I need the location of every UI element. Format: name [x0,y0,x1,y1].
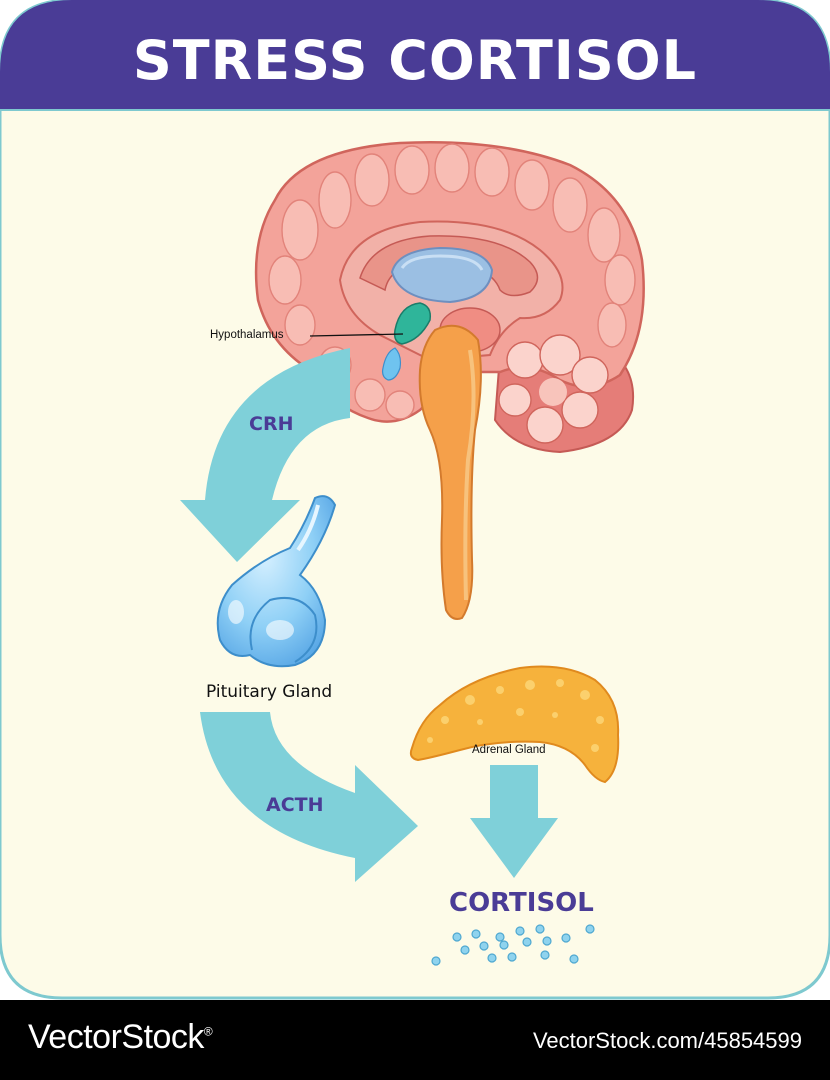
cortisol-molecules [431,924,595,966]
hypothalamus-leader-line [309,333,404,337]
stock-id-text: VectorStock.com/45854599 [532,1028,802,1053]
hypothalamus-label: Hypothalamus [210,329,284,341]
pituitary-gland-illustration [216,495,337,668]
cortisol-label: CORTISOL [449,888,594,918]
adrenal-gland-illustration [409,665,620,784]
pituitary-gland-label: Pituitary Gland [206,682,333,702]
adrenal-gland-label: Adrenal Gland [472,744,546,756]
brand-name: VectorStock [28,1018,204,1056]
diagram-card: STRESS CORTISOL Hypothalamus CRH Pituita… [0,0,830,1000]
watermark-footer [0,1000,830,1080]
page-title: STRESS CORTISOL [132,28,698,92]
acth-arrow [200,712,418,882]
crh-label: CRH [249,413,294,435]
registered-mark: ® [203,1024,213,1039]
brain-illustration [254,140,645,620]
header-band [0,0,830,110]
cortisol-down-arrow [470,765,558,878]
vectorstock-logo: VectorStock® [28,1018,213,1057]
hypothalamus-marker [393,302,432,345]
acth-label: ACTH [266,794,324,816]
diagram-canvas [0,0,830,1000]
crh-arrow [180,348,350,562]
